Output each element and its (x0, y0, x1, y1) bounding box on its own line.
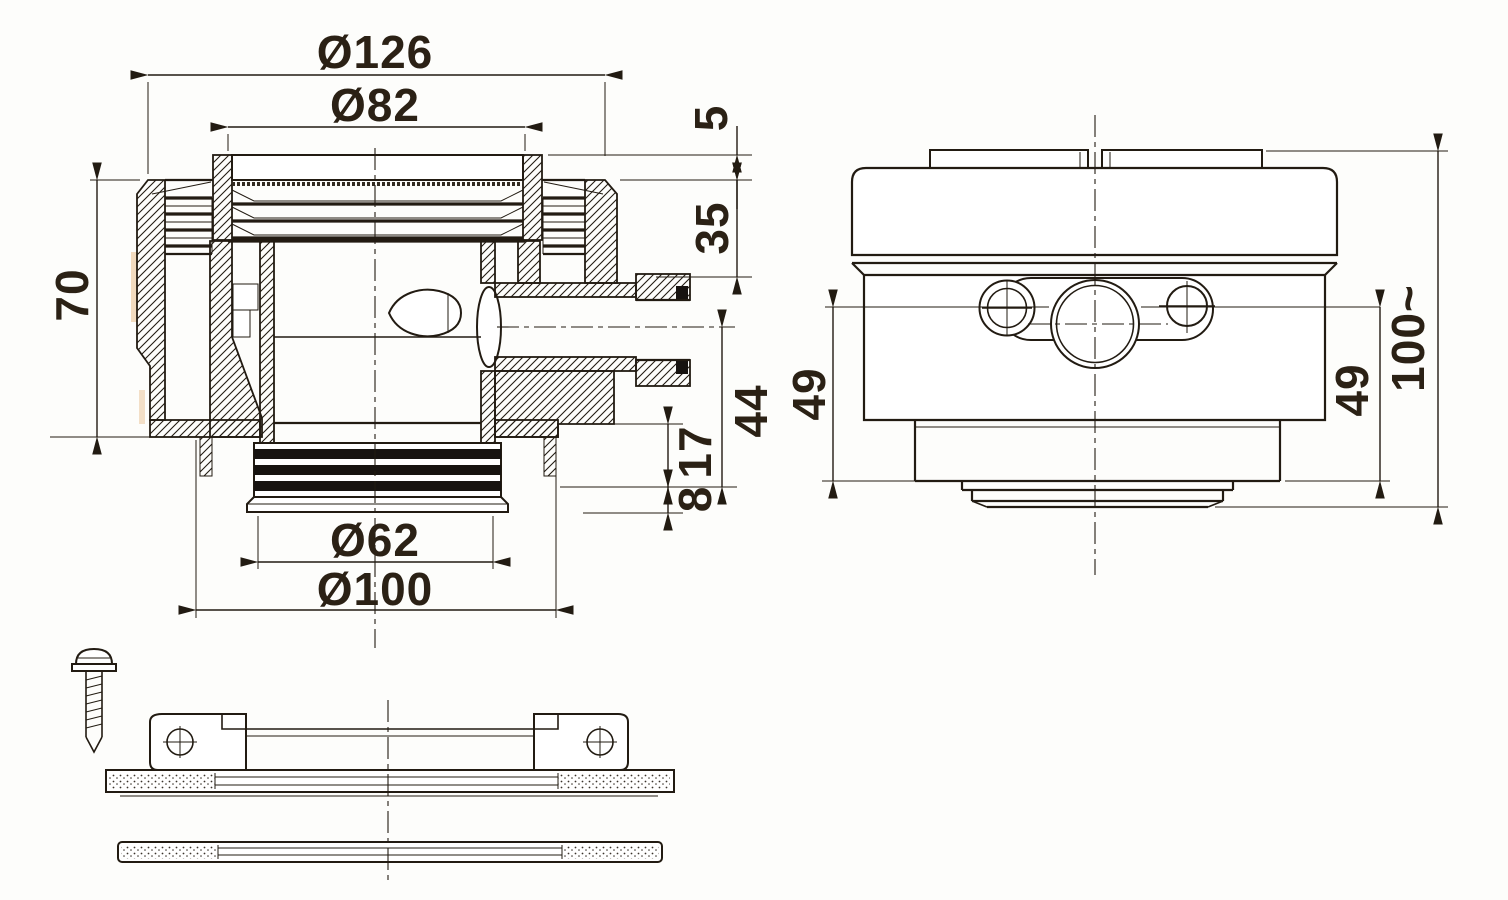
clip-bracket (232, 283, 259, 311)
screw-shank (85, 671, 103, 754)
bottom-steps (913, 420, 1282, 509)
cover-plate (231, 154, 524, 181)
section-view: Ø126 Ø82 5 35 (46, 26, 777, 648)
dim-body-height: 70 (46, 162, 190, 455)
gasket-ring (117, 841, 663, 863)
inner-cylinder-right (517, 240, 541, 284)
dim-label: 49 (1326, 363, 1378, 416)
outer-wall-right (584, 179, 618, 284)
dim-rim-to-outlet: 35 (656, 162, 752, 295)
pipe-wall-bottom (494, 356, 637, 372)
gasket-outline (117, 841, 663, 863)
socket-lip (676, 286, 688, 300)
strainer-grate (231, 189, 524, 240)
dim-axis-to-step-right: 49 (1285, 289, 1390, 499)
left-screw (978, 279, 1036, 337)
socket-lip (676, 360, 688, 374)
dim-label: 8 (669, 486, 721, 513)
hose-spigot (246, 442, 509, 513)
dim-label: 17 (669, 425, 721, 478)
gasket-texture (121, 845, 217, 859)
right-screw (1159, 281, 1215, 333)
dim-label: 44 (725, 384, 777, 437)
thread-band-left (165, 196, 213, 256)
spigot-rib (254, 481, 501, 491)
teardrop-baffle (387, 288, 463, 338)
dim-label: 70 (46, 268, 98, 321)
rim-chamfer-left (151, 181, 212, 195)
gasket-texture (109, 773, 215, 789)
rim-chamfer-right (543, 181, 604, 195)
clip-bracket (232, 309, 251, 338)
skirt-tab-right (543, 436, 557, 477)
dim-label: 49 (783, 367, 835, 420)
dim-axis-to-spigot: 44 (560, 309, 777, 505)
dim-spigot-tail: 8 (583, 469, 721, 531)
dim-grate-diameter: Ø82 (210, 79, 543, 151)
inner-cylinder-left (209, 240, 263, 438)
cap-ring (850, 166, 1339, 257)
screw-head (74, 647, 114, 665)
dim-axis-to-step-left: 49 (783, 289, 917, 499)
cover-skirt-left (212, 154, 233, 241)
dim-label: Ø100 (317, 563, 434, 615)
dim-label: Ø126 (317, 26, 434, 78)
dim-label: 100~ (1382, 284, 1434, 392)
dim-flange-to-spigot: 17 (560, 406, 721, 505)
outer-wall-left (136, 179, 166, 421)
dim-flange-diameter: Ø100 (178, 440, 574, 618)
thread-band-right (542, 196, 585, 256)
flange-base-plate (105, 769, 675, 793)
scan-artifact (131, 252, 138, 322)
drain-tube-wall-left (259, 240, 275, 444)
dim-cover-height: 5 (548, 105, 752, 209)
gasket-texture (564, 845, 659, 859)
scan-artifact (139, 390, 145, 424)
drain-tube-wall-right-upper (480, 240, 496, 284)
dim-label: 5 (685, 105, 737, 132)
drain-tube-wall-right-lower (480, 370, 496, 444)
dim-overall-height: 100~ (1215, 133, 1448, 525)
spigot-rib (254, 465, 501, 475)
dim-spigot-diameter: Ø62 (240, 514, 511, 569)
outlet-pipe (494, 273, 735, 438)
side-view: 49 49 100~ (783, 115, 1448, 575)
pipe-support-block (494, 370, 615, 438)
skirt-tab-left (199, 436, 213, 477)
screw-head-flange (71, 663, 117, 672)
dim-label: 35 (686, 201, 738, 254)
cover-skirt-right (522, 154, 543, 241)
spigot-rib (254, 449, 501, 459)
dim-label: Ø62 (330, 514, 420, 566)
pipe-wall-top (494, 282, 637, 298)
flange-ring (105, 713, 675, 797)
section-dimensions: Ø126 Ø82 5 35 (46, 26, 777, 618)
dim-outer-rim-diameter: Ø126 (130, 26, 623, 174)
bottom-flange-left (149, 419, 261, 438)
screw-part (71, 647, 117, 754)
mounting-flange-assembly (71, 647, 675, 884)
cover-assembly (212, 154, 543, 243)
dim-label: Ø82 (330, 79, 420, 131)
gasket-texture (558, 773, 670, 789)
side-dimensions: 49 49 100~ (783, 133, 1448, 525)
screw-tip (85, 736, 103, 754)
